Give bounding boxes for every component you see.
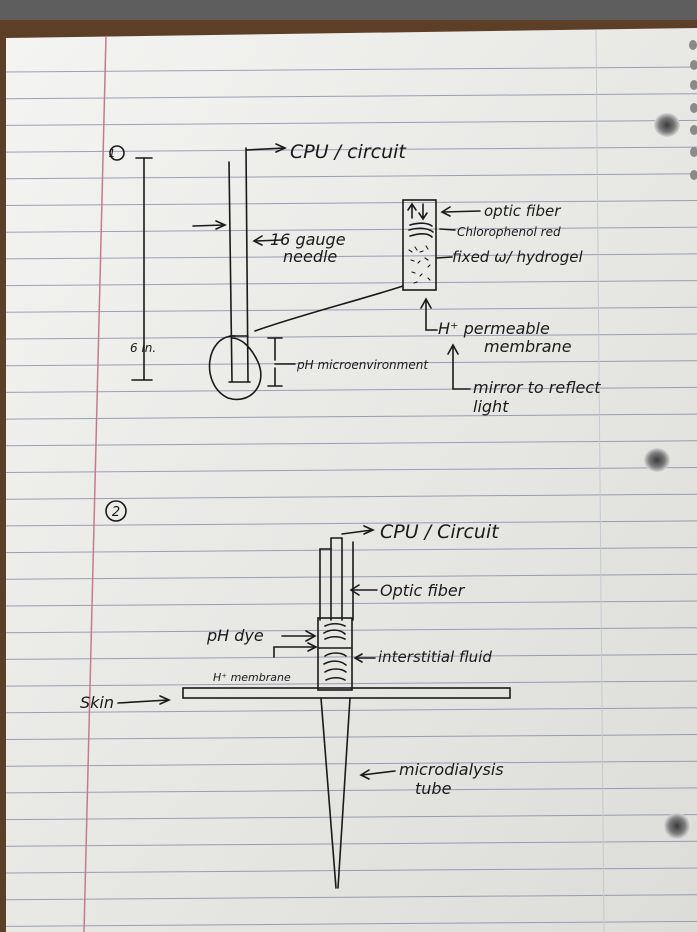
- label-optic-fiber-2: Optic fiber: [380, 581, 466, 600]
- label-fixed-hydrogel: fixed ω/ hydrogel: [452, 248, 583, 266]
- label-chlorophenol-red: Chlorophenol red: [457, 225, 561, 239]
- label-cpu-circuit-2: CPU / Circuit: [380, 521, 500, 543]
- label-h-permeable-line1: H⁺ permeable: [438, 319, 550, 338]
- paper-sheet: [6, 28, 697, 932]
- label-microdialysis-line1: microdialysis: [399, 760, 504, 779]
- label-interstitial-fluid: interstitial fluid: [378, 648, 492, 666]
- label-h-membrane: H⁺ membrane: [213, 671, 291, 684]
- label-cpu-circuit-1: CPU / circuit: [290, 141, 407, 163]
- diagram-1-number: 1: [109, 147, 116, 160]
- label-mirror-line2: light: [473, 397, 509, 416]
- label-six-inch: 6 in.: [130, 341, 156, 355]
- label-optic-fiber-1: optic fiber: [484, 202, 561, 220]
- label-ph-dye: pH dye: [206, 626, 264, 645]
- diagram-2-number: 2: [112, 505, 120, 520]
- label-skin: Skin: [80, 693, 114, 712]
- top-strip: [0, 0, 697, 20]
- label-mirror-line1: mirror to reflect: [473, 378, 601, 397]
- label-needle-line2: needle: [283, 247, 337, 266]
- label-ph-microenvironment: pH microenvironment: [296, 358, 429, 372]
- label-microdialysis-line2: tube: [415, 779, 452, 798]
- label-h-permeable-line2: membrane: [484, 337, 572, 356]
